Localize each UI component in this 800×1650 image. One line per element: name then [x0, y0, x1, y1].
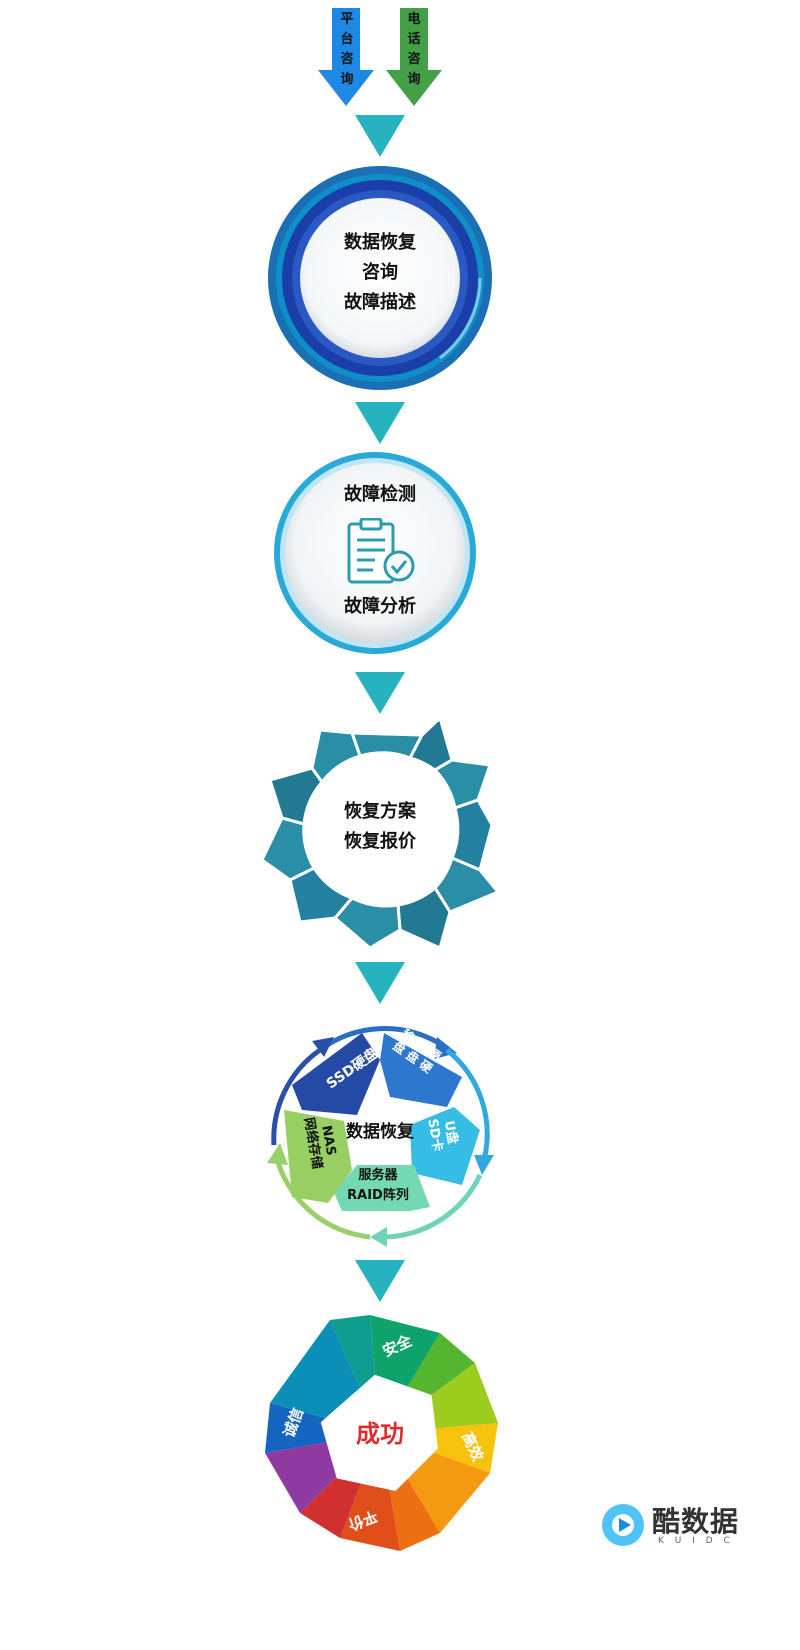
watermark: 酷数据 K U I D C	[600, 1498, 790, 1552]
analysis-title: 故障分析	[344, 596, 416, 617]
kuidc-logo-icon	[602, 1504, 644, 1546]
recover-center: 数据恢复	[346, 1122, 414, 1142]
detect-title: 故障检测	[344, 484, 416, 505]
down-arrow-1	[355, 115, 405, 157]
segment-ssd	[292, 1033, 380, 1115]
segment-nas	[284, 1110, 352, 1203]
down-arrow-5	[355, 1260, 405, 1302]
segment-usd	[410, 1107, 480, 1185]
raid-label: 服务器 RAID阵列	[347, 1168, 409, 1203]
segment-raid	[334, 1165, 430, 1211]
phone-arrow	[386, 8, 442, 106]
segment-mobile	[380, 1033, 462, 1107]
clipboard-check-icon	[347, 518, 415, 584]
phone-consult-label: 电话 咨询	[407, 12, 421, 87]
consult-ring	[268, 166, 492, 390]
entry-arrows	[318, 8, 442, 106]
recover-diagram	[267, 1026, 494, 1247]
plan-cycle	[260, 715, 500, 950]
watermark-brand: 酷数据	[652, 1505, 740, 1538]
plan-text: 恢复方案 恢复报价	[344, 801, 416, 852]
watermark-sub: K U I D C	[658, 1536, 734, 1546]
down-arrow-3	[355, 672, 405, 714]
platform-consult-label: 平台 咨询	[340, 12, 354, 87]
success-octagon	[265, 1315, 498, 1551]
down-arrow-4	[355, 962, 405, 1004]
consult-text: 数据恢复 咨询 故障描述	[344, 232, 416, 313]
success-center: 成功	[356, 1419, 404, 1448]
down-arrow-2	[355, 402, 405, 444]
platform-arrow	[318, 8, 374, 106]
